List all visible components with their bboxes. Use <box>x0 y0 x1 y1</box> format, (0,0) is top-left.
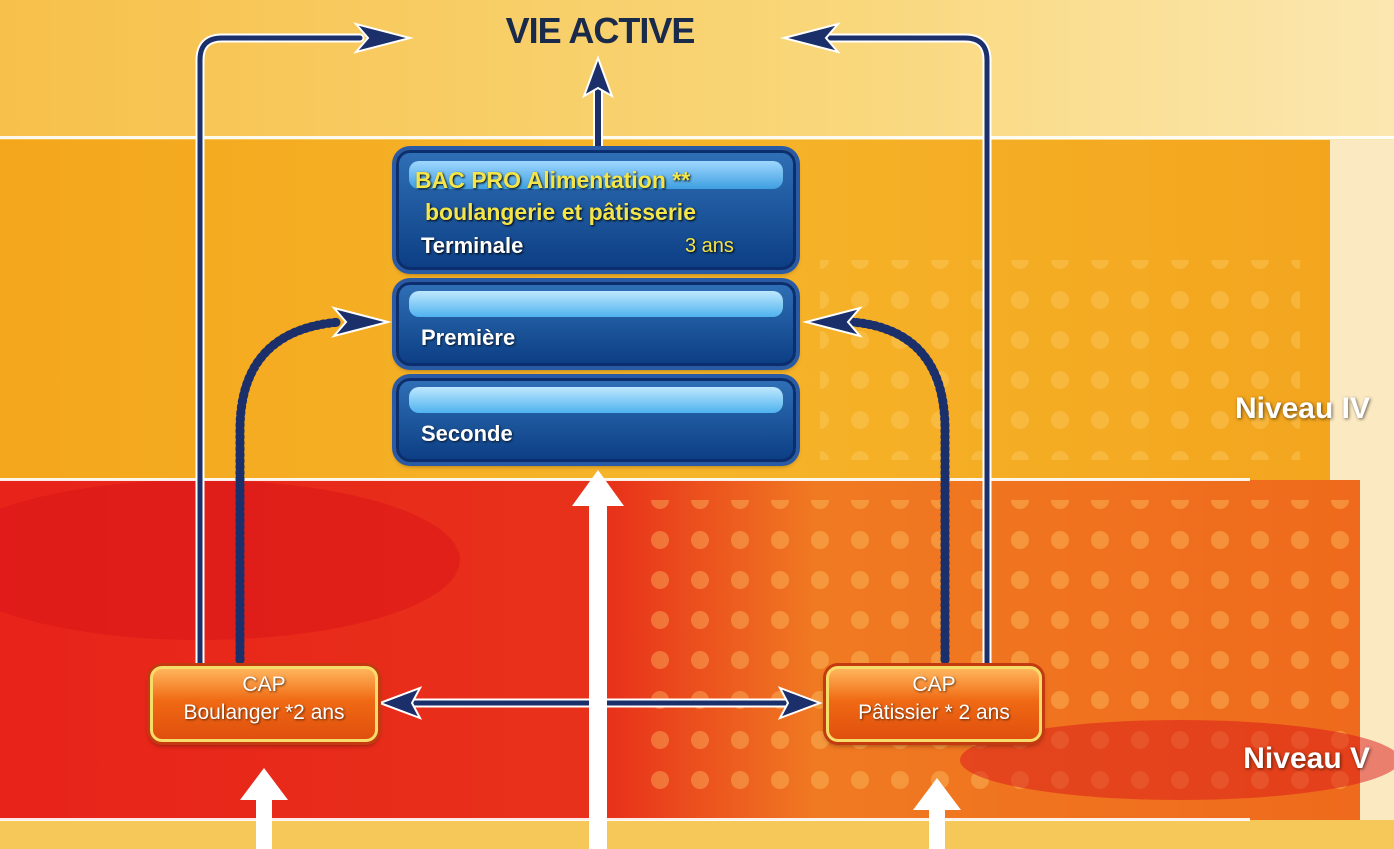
bac-pro-box: BAC PRO Alimentation ** boulangerie et p… <box>396 150 796 270</box>
niveau-iv-label: Niveau IV <box>1234 392 1370 425</box>
cap-patissier-box: CAP Pâtissier * 2 ans <box>826 666 1042 742</box>
seconde-box: Seconde <box>396 378 796 462</box>
cap-boulanger-box: CAP Boulanger *2 ans <box>150 666 378 742</box>
dotted-arrow-patissier-to-premiere <box>847 317 950 665</box>
cap-patissier-title: CAP <box>912 673 956 696</box>
bac-pro-specialty: boulangerie et pâtisserie <box>425 199 696 225</box>
arrow-patissier-to-vie-active <box>825 33 992 669</box>
premiere-box: Première <box>396 282 796 366</box>
box-shine <box>409 387 783 413</box>
seconde-label: Seconde <box>421 421 513 446</box>
bac-pro-duration: 3 ans <box>685 235 734 257</box>
cap-patissier-label: Pâtissier * 2 ans <box>858 701 1010 724</box>
terminale-label: Terminale <box>421 233 524 258</box>
arrow-boulanger-to-vie-active <box>195 33 365 669</box>
bac-pro-title: BAC PRO Alimentation ** <box>415 167 691 193</box>
dotted-arrow-boulanger-to-premiere <box>235 317 345 665</box>
box-shine <box>409 161 783 189</box>
cap-boulanger-label: Boulanger *2 ans <box>183 701 345 724</box>
premiere-label: Première <box>421 325 516 350</box>
box-shine <box>409 291 783 317</box>
cap-boulanger-title: CAP <box>242 673 286 696</box>
vie-active-title: VIE ACTIVE <box>505 10 696 51</box>
niveau-v-label: Niveau V <box>1243 742 1370 775</box>
